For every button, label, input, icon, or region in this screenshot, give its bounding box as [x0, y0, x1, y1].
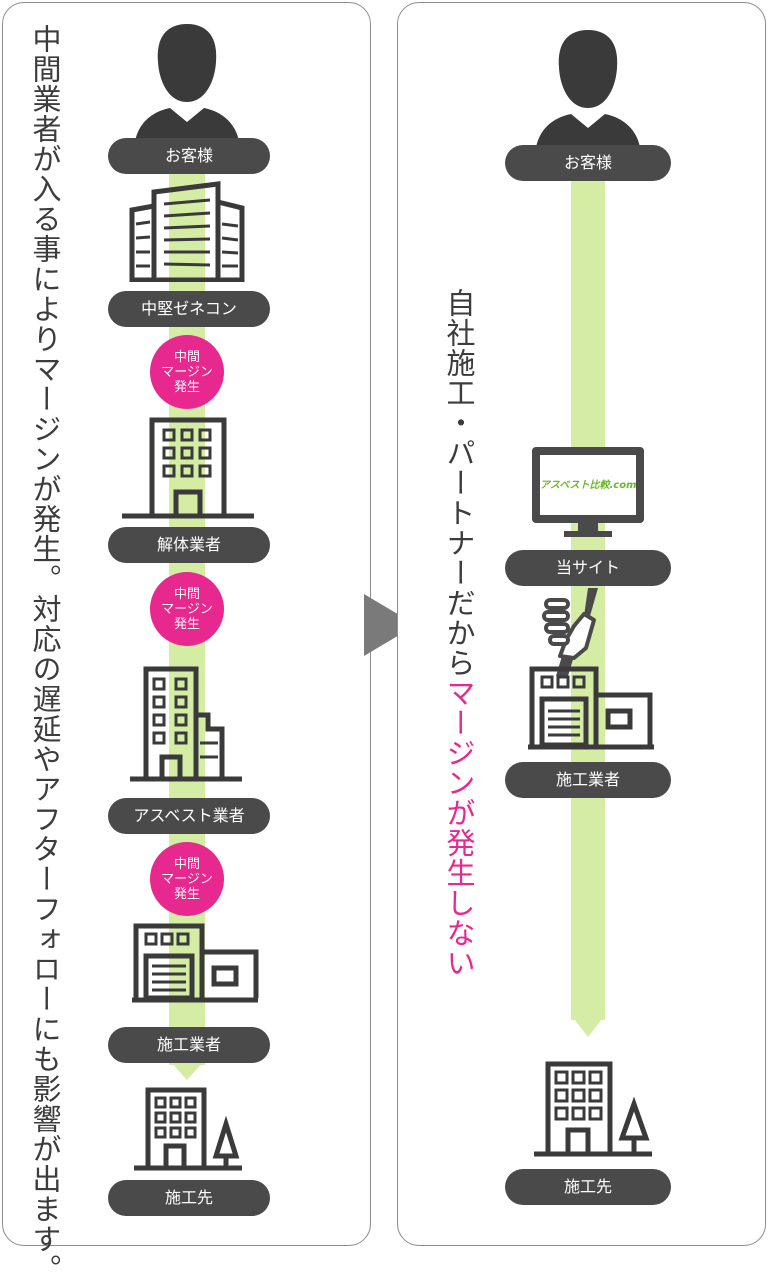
- general-contractor-label: 中堅ゼネコン: [108, 291, 270, 327]
- tall-building-icon: [130, 666, 242, 782]
- right-headline: 自社施工・パートナーだからマージンが発生しない: [442, 288, 476, 978]
- building-with-tree-icon: [134, 1087, 242, 1171]
- right-headline-highlight: マージンが発生しない: [442, 678, 476, 978]
- badge-line: マージン: [161, 364, 213, 380]
- badge-line: 中間: [173, 586, 200, 602]
- office-building-icon: [129, 181, 245, 282]
- left-headline: 中間業者が入る事によりマージンが発生。対応の遅延やアフターフォローにも影響が出ま…: [28, 24, 62, 1284]
- left-flow-arrowhead: [169, 1060, 205, 1080]
- badge-line: マージン: [161, 601, 213, 617]
- building-with-tree-icon: [534, 1061, 652, 1157]
- factory-icon: [528, 666, 654, 750]
- badge-line: 発生: [173, 379, 200, 395]
- badge-line: 中間: [173, 856, 200, 872]
- badge-line: 発生: [173, 886, 200, 902]
- construction-contractor-label: 施工業者: [505, 762, 671, 798]
- margin-badge-3: 中間 マージン 発生: [150, 842, 224, 916]
- margin-badge-1: 中間 マージン 発生: [150, 335, 224, 409]
- right-flow-arrowhead: [571, 1015, 605, 1037]
- person-icon: [134, 24, 240, 152]
- monitor-icon: [532, 447, 644, 537]
- building-icon: [122, 417, 254, 519]
- arrow-right-icon: [364, 594, 416, 656]
- site-label: 施工先: [108, 1180, 270, 1216]
- site-label: 施工先: [505, 1169, 671, 1205]
- construction-contractor-label: 施工業者: [108, 1027, 270, 1063]
- badge-line: 発生: [173, 616, 200, 632]
- badge-line: マージン: [161, 871, 213, 887]
- margin-badge-2: 中間 マージン 発生: [150, 572, 224, 646]
- badge-line: 中間: [173, 349, 200, 365]
- person-icon: [535, 30, 641, 158]
- monitor-screen-text: アスベスト比較.com: [540, 480, 637, 491]
- demolition-label: 解体業者: [108, 527, 270, 563]
- right-headline-text: 自社施工・パートナーだから: [442, 288, 476, 678]
- asbestos-contractor-label: アスベスト業者: [108, 798, 270, 834]
- factory-icon: [132, 923, 259, 1003]
- customer-label: お客様: [505, 145, 671, 181]
- customer-label: お客様: [108, 138, 270, 174]
- our-site-label: 当サイト: [505, 550, 671, 586]
